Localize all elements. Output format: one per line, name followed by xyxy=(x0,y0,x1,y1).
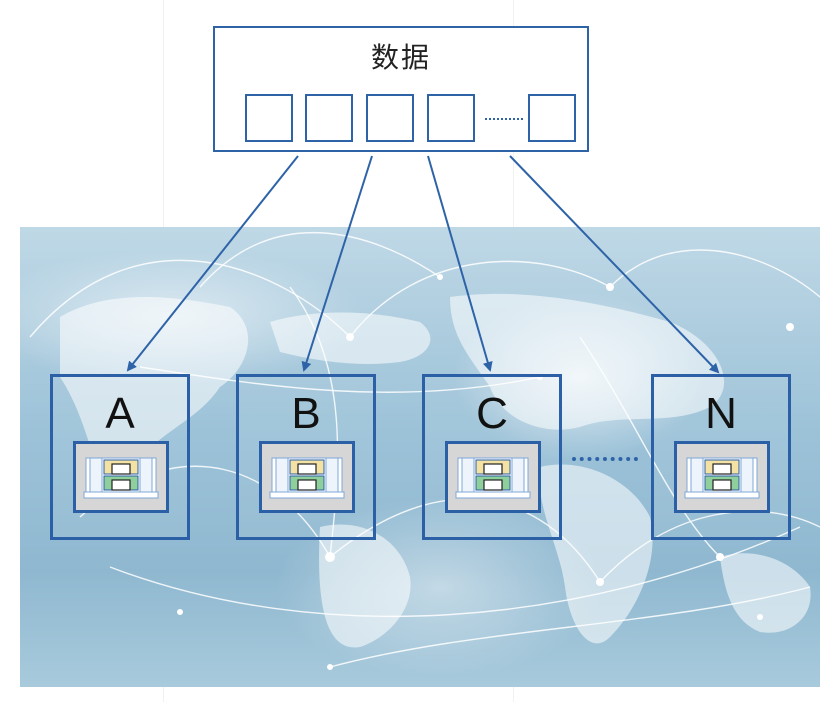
node-b: B xyxy=(236,374,376,540)
node-label: B xyxy=(291,389,321,438)
node-label: A xyxy=(105,389,135,438)
data-block xyxy=(366,94,414,142)
node-n: N xyxy=(651,374,791,540)
data-block-ellipsis xyxy=(485,118,523,120)
server-rack-icon xyxy=(259,441,355,513)
node-label: N xyxy=(705,389,737,438)
data-container: 数据 xyxy=(213,26,589,152)
data-block xyxy=(427,94,475,142)
node-label: C xyxy=(476,389,508,438)
server-rack-icon xyxy=(73,441,169,513)
data-block xyxy=(528,94,576,142)
data-title: 数据 xyxy=(370,41,431,74)
node-ellipsis xyxy=(572,457,638,461)
data-block xyxy=(245,94,293,142)
server-rack-icon xyxy=(445,441,541,513)
node-c: C xyxy=(422,374,562,540)
server-rack-icon xyxy=(674,441,770,513)
data-block xyxy=(305,94,353,142)
node-a: A xyxy=(50,374,190,540)
